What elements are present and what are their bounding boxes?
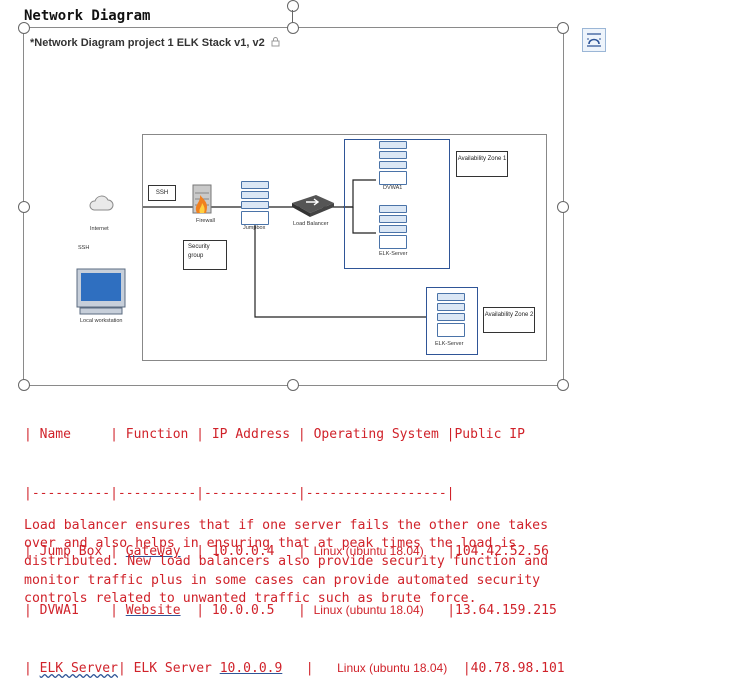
cell-ip: 10.0.0.4	[211, 544, 275, 559]
ssh-side-label: SSH	[78, 245, 90, 251]
security-group-label: Security group	[188, 244, 210, 259]
table-row: | ELK Server| ELK Server 10.0.0.9 | Linu…	[24, 659, 565, 679]
image-header-text: *Network Diagram project 1 ELK Stack v1,…	[30, 37, 265, 49]
elk-server-2-label: ELK-Server	[435, 341, 464, 347]
paragraph-line: controls related to unwanted traffic suc…	[24, 590, 477, 606]
jumpbox-server-icon	[241, 181, 269, 225]
cell-public-ip: |40.78.98.101	[447, 661, 565, 676]
elk-server-1-icon	[379, 205, 407, 249]
table-row: | DVWA1 | Website | 10.0.0.5 | Linux (ub…	[24, 601, 565, 621]
resize-handle-tc[interactable]	[287, 22, 299, 34]
paragraph-line: Load balancer ensures that if one server…	[24, 518, 549, 533]
zone1-label: Availability Zone 1	[457, 156, 507, 162]
table-header: | Name | Function | IP Address | Operati…	[24, 427, 525, 442]
cell-sep: |	[274, 544, 314, 559]
elk-server-2-icon	[437, 293, 465, 337]
cell-name: | Jump Box |	[24, 544, 126, 559]
load-balancer-label: Load Balancer	[293, 221, 329, 227]
cell-sep: |	[274, 602, 314, 618]
table-separator: |----------|----------|------------|----…	[24, 485, 455, 501]
cell-sep: |	[180, 544, 212, 559]
internet-cloud-icon	[89, 195, 114, 211]
image-header: *Network Diagram project 1 ELK Stack v1,…	[30, 37, 280, 49]
local-workstation-icon	[76, 268, 126, 315]
paragraph-line: monitor traffic plus in some cases can p…	[24, 572, 541, 588]
elk-server-1-label: ELK-Server	[379, 251, 408, 257]
cell-ip: 10.0.0.5	[211, 602, 275, 618]
cell-os: Linux (ubuntu 18.04)	[313, 544, 424, 558]
description-paragraph: Load balancer ensures that if one server…	[24, 517, 724, 608]
resize-handle-ml[interactable]	[18, 201, 30, 213]
resize-handle-mr[interactable]	[557, 201, 569, 213]
availability-zone-1	[344, 139, 450, 269]
paragraph-line: over and also helps in ensuring that at …	[24, 536, 517, 552]
cell-ip: 10.0.0.9	[219, 661, 283, 676]
rotate-handle[interactable]	[287, 0, 299, 12]
cell-name: | DVWA1 |	[24, 602, 126, 618]
rotate-handle-stem	[292, 10, 293, 23]
availability-zone-2	[426, 287, 478, 355]
network-diagram-image[interactable]: *Network Diagram project 1 ELK Stack v1,…	[23, 27, 564, 386]
internet-label: Internet	[90, 226, 109, 232]
lock-icon	[271, 37, 280, 47]
resize-handle-br[interactable]	[557, 379, 569, 391]
dvwa1-server-icon	[379, 141, 407, 185]
zone2-label: Availability Zone 2	[484, 312, 534, 318]
security-group-box: Security group	[183, 240, 227, 270]
zone2-label-box: Availability Zone 2	[483, 307, 535, 333]
cell-public-ip: |13.64.159.215	[423, 602, 557, 618]
resize-handle-bc[interactable]	[287, 379, 299, 391]
cell-sep: |	[282, 661, 338, 676]
cell-sep: |	[180, 602, 212, 618]
cell-function: Website	[125, 602, 181, 618]
firewall-label: Firewall	[196, 218, 215, 224]
dvwa1-label: DVWA1	[383, 185, 403, 191]
cell-public-ip: |104.42.52.56	[423, 544, 549, 559]
cell-name: ELK Server	[39, 661, 118, 676]
resize-handle-tr[interactable]	[557, 22, 569, 34]
jumpbox-label: Jumpbox	[243, 225, 266, 231]
cell-function: Gateway	[125, 544, 181, 559]
firewall-icon	[192, 184, 212, 214]
resize-handle-tl[interactable]	[18, 22, 30, 34]
load-balancer-icon	[292, 195, 334, 217]
resize-handle-bl[interactable]	[18, 379, 30, 391]
zone1-label-box: Availability Zone 1	[456, 151, 508, 177]
ssh-label-box: SSH	[148, 185, 176, 201]
cell-os: Linux (ubuntu 18.04)	[337, 661, 448, 675]
local-workstation-label: Local workstation	[80, 318, 123, 324]
network-diagram: SSH Firewall Jumpbox Security group Load…	[142, 134, 547, 361]
paragraph-line: distributed. New load balancers also pro…	[24, 554, 549, 570]
cell-function: | ELK Server	[117, 661, 220, 676]
ssh-label: SSH	[155, 190, 169, 196]
table-row: | Jump Box | Gateway | 10.0.0.4 | Linux …	[24, 542, 565, 562]
cell-sep: |	[24, 661, 40, 676]
layout-options-icon	[587, 33, 601, 47]
document-heading: Network Diagram	[24, 8, 151, 24]
cell-os: Linux (ubuntu 18.04)	[313, 602, 424, 617]
layout-options-button[interactable]	[582, 28, 606, 52]
